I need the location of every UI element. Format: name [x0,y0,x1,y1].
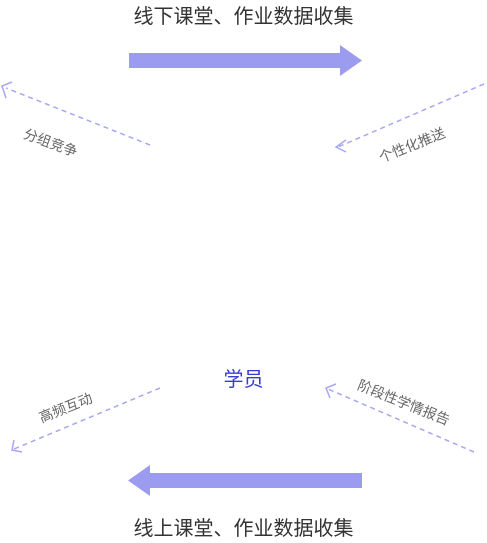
center-label-student: 学员 [223,367,264,391]
arrowhead-report [325,383,337,399]
arrow-left-bottom [128,465,362,496]
arrow-right-top [129,45,362,76]
top-title: 线下课堂、作业数据收集 [133,4,354,28]
arrowhead-push [334,139,347,153]
bottom-title: 线上课堂、作业数据收集 [133,516,354,540]
dashed-line-group [5,87,151,146]
arrowhead-interact [11,439,23,453]
dashed-arrows [1,81,485,453]
arrowhead-group [1,81,13,99]
